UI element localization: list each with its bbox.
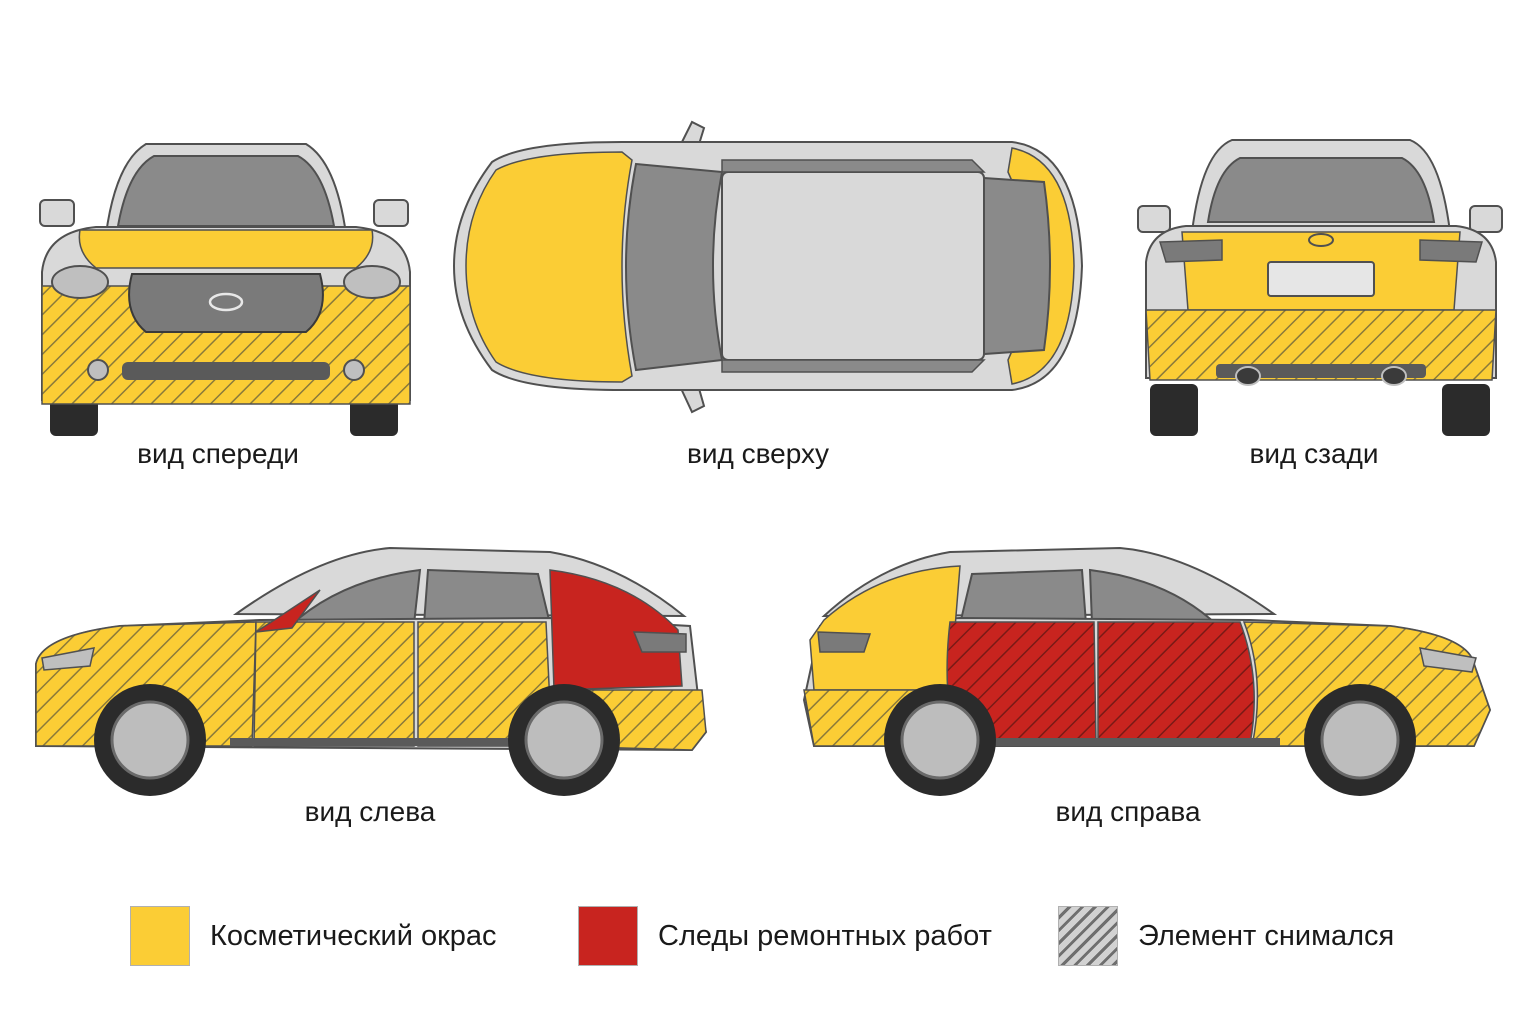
- legend-cosmetic-label: Косметический окрас: [210, 919, 497, 952]
- left-rear-quarter-repair: [549, 569, 683, 691]
- right-front-rim: [1320, 700, 1400, 780]
- legend-removed-label: Элемент снимался: [1138, 919, 1395, 952]
- top-left-windows: [721, 159, 986, 173]
- rear-right-taillight: [1419, 239, 1483, 263]
- rear-left-exhaust: [1235, 366, 1261, 386]
- left-front-window: [287, 568, 422, 628]
- top-windshield: [625, 162, 724, 372]
- rear-left-mirror: [1137, 205, 1171, 233]
- front-left-mirror: [39, 199, 75, 227]
- rear-diffuser: [1216, 364, 1426, 378]
- legend-repair-swatch: [578, 906, 638, 966]
- left-a-pillar-repair: [255, 589, 321, 633]
- top-view-label: вид сверху: [686, 438, 830, 469]
- right-sill: [960, 738, 1280, 746]
- front-right-foglight: [343, 359, 365, 381]
- top-roof: [721, 171, 985, 361]
- legend-removed-swatch: [1058, 906, 1118, 966]
- top-right-windows: [721, 359, 986, 373]
- right-rear-window: [958, 568, 1088, 625]
- rear-left-tire: [1150, 384, 1198, 436]
- top-view-drawing: [452, 120, 1084, 414]
- rear-right-tire: [1442, 384, 1490, 436]
- rear-right-mirror: [1469, 205, 1503, 233]
- left-headlight: [41, 647, 95, 671]
- front-view-drawing: [39, 143, 411, 436]
- front-hood-cosmetic: [78, 229, 374, 269]
- top-hood-cosmetic: [465, 151, 633, 383]
- front-left-headlight: [51, 265, 109, 299]
- front-left-foglight: [87, 359, 109, 381]
- top-rear-window: [983, 176, 1051, 356]
- front-view-label: вид спереди: [137, 438, 299, 469]
- right-rear-rim: [900, 700, 980, 780]
- rear-logo: [1308, 233, 1334, 247]
- rear-window: [1206, 157, 1436, 223]
- rear-license-plate: [1267, 261, 1375, 297]
- legend-removed: Элемент снимался: [1058, 906, 1394, 966]
- rear-right-exhaust: [1381, 366, 1407, 386]
- rear-left-taillight: [1159, 239, 1223, 263]
- left-rear-window: [422, 568, 552, 625]
- legend-repair-label: Следы ремонтных работ: [658, 919, 992, 952]
- rear-view-label: вид сзади: [1249, 438, 1379, 469]
- legend-cosmetic: Косметический окрас: [130, 906, 497, 966]
- front-right-mirror: [373, 199, 409, 227]
- left-taillight: [632, 631, 687, 653]
- left-sill: [230, 738, 550, 746]
- right-taillight: [817, 631, 872, 653]
- left-front-door-removed: [253, 621, 415, 747]
- front-logo: [208, 292, 244, 312]
- left-front-rim: [110, 700, 190, 780]
- right-rear-quarter-cosmetic: [809, 565, 961, 691]
- front-grille: [128, 273, 324, 333]
- front-right-headlight: [343, 265, 401, 299]
- legend-cosmetic-swatch: [130, 906, 190, 966]
- right-headlight: [1419, 647, 1477, 673]
- left-view-drawing: [35, 546, 708, 796]
- front-windshield: [116, 155, 336, 227]
- right-front-door-repair: [1097, 621, 1255, 745]
- rear-view-drawing: [1137, 139, 1503, 436]
- right-view-label: вид справа: [1055, 796, 1201, 827]
- left-rear-rim: [524, 700, 604, 780]
- rear-bumper-removed: [1145, 309, 1497, 381]
- legend-repair: Следы ремонтных работ: [578, 906, 992, 966]
- front-lower-grille: [122, 362, 330, 380]
- left-view-label: вид слева: [304, 796, 436, 827]
- right-view-drawing: [802, 546, 1492, 796]
